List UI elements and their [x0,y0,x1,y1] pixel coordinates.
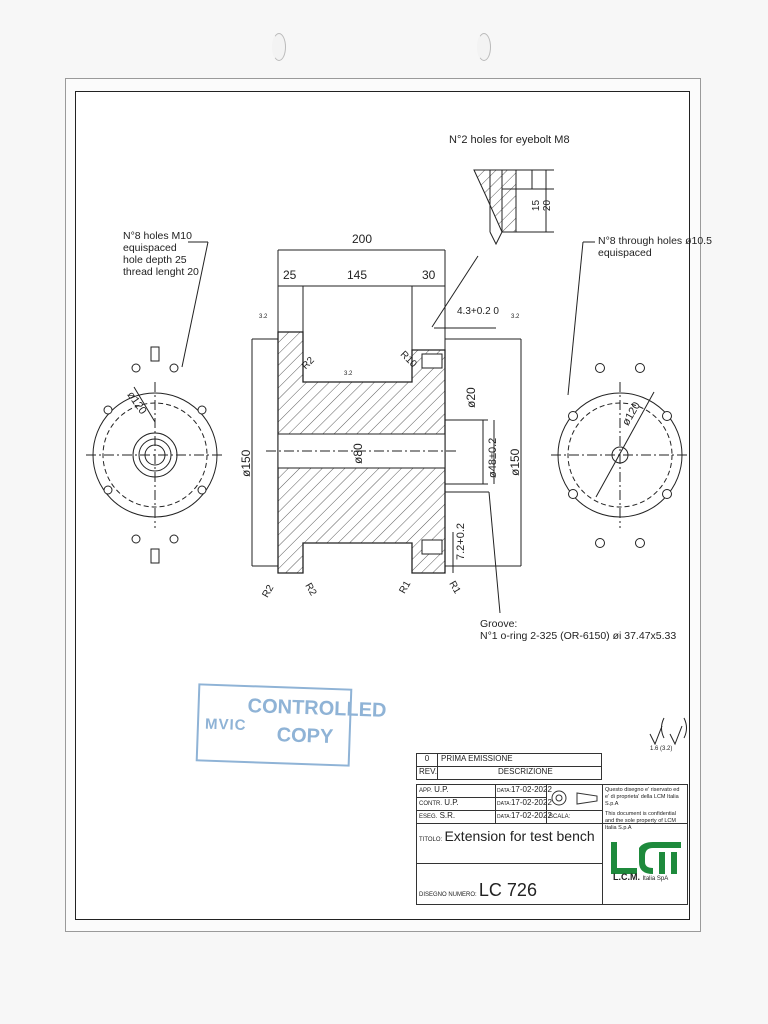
company-suffix: Italia SpA [642,876,669,882]
surface-finish-label: 1.6 (3.2) [650,746,673,752]
date-cell-1: DATA:17-02-2022 [495,784,552,798]
dim-groove-width: 7.2+0.2 [455,522,467,560]
dim-phi20: ø20 [464,387,478,408]
notice-cell: Questo disegno e' riservato ed e' di pro… [602,784,688,831]
through-line-2: equispaced [598,247,652,259]
scale-cell: SCALA: [546,810,603,824]
title-block: 0 PRIMA EMISSIONE REV. DESCRIZIONE APP. … [416,753,688,905]
dim-phi150-right: ø150 [508,448,522,476]
punch-hole-left [272,33,286,61]
eseg-cell: ESEG. S.R. [416,810,496,824]
groove-line-1: Groove: [480,618,518,630]
m10-holes-note: N°8 holes M10 equispaced hole depth 25 t… [123,230,199,278]
company-label: L.C.M. [613,872,640,882]
app-value: U.P. [434,785,449,794]
groove-note: Groove: N°1 o-ring 2-325 (OR-6150) øi 37… [480,618,676,642]
date-label-2: DATA: [497,801,511,807]
app-label: APP. [419,788,432,794]
app-cell: APP. U.P. [416,784,496,798]
eyebolt-note: N°2 holes for eyebolt M8 [449,134,570,146]
m10-line-2: equispaced [123,242,177,254]
date-label-1: DATA: [497,788,511,794]
dim-phi80: ø80 [351,443,365,464]
drawing-frame: N°2 holes for eyebolt M8 N°8 holes M10 e… [75,91,712,920]
m10-line-1: N°8 holes M10 [123,230,192,242]
through-line-1: N°8 through holes ø10.5 [598,235,712,247]
drawing-sheet: N°2 holes for eyebolt M8 N°8 holes M10 e… [65,78,712,932]
stamp-line-2: COPY [276,724,334,749]
date-1: 17-02-2022 [510,785,552,794]
drawing-title: Extension for test bench [444,828,595,844]
number-cell: DISEGNO NUMERO: LC 726 [416,863,603,905]
logo-cell: L.C.M. Italia SpA [602,823,688,905]
lcm-logo-icon [611,842,681,874]
date-3: 17-02-2022 [510,811,552,820]
projection-symbol-cell [546,784,603,811]
eyebolt-detail [473,169,554,246]
stamp-line-1: CONTROLLED [247,695,387,722]
date-cell-2: DATA:17-02-2022 [495,797,552,811]
dim-phi48: ø48±0.2 [487,437,499,478]
notice-italian: Questo disegno e' riservato ed e' di pro… [605,787,680,807]
section-view [181,241,595,614]
rev-description-cell: PRIMA EMISSIONE [437,753,602,767]
left-end-view [86,346,224,564]
through-holes-note: N°8 through holes ø10.5 equispaced [598,235,712,259]
rev-number-cell: 0 [416,753,438,767]
m10-line-3: hole depth 25 [123,254,187,266]
dim-groove-depth: 4.3+0.2 0 [457,306,499,317]
desc-label-cell: DESCRIZIONE [437,766,602,780]
drawing-number: LC 726 [478,880,537,900]
m10-line-4: thread lenght 20 [123,266,199,278]
dim-phi150-left: ø150 [239,449,253,477]
dim-20: 20 [542,199,554,212]
mvic-logo: MVIC [204,715,247,735]
dim-15: 15 [531,199,543,212]
contr-cell: CONTR. U.P. [416,797,496,811]
scale-label: SCALA: [549,814,571,820]
rev-description: PRIMA EMISSIONE [441,754,513,763]
dim-145: 145 [347,268,368,282]
roughness-symbol-right: 3.2 [511,314,520,320]
surface-finish-symbol [649,717,687,746]
number-label: DISEGNO NUMERO: [419,892,477,898]
rev-number: 0 [424,754,430,763]
date-2: 17-02-2022 [510,798,552,807]
date-label-3: DATA: [497,814,511,820]
dim-200: 200 [352,232,373,246]
projection-symbol-icon [551,790,598,806]
technical-drawing [86,169,689,746]
eseg-value: S.R. [439,811,456,820]
controlled-copy-stamp: MVIC CONTROLLED COPY [195,683,387,767]
contr-label: CONTR. [419,801,442,807]
rev-label: REV. [419,767,437,776]
desc-label: DESCRIZIONE [498,767,553,776]
right-end-view [551,363,689,548]
notice-english: This document is confidential and the so… [605,811,676,831]
date-cell-3: DATA:17-02-2022 [495,810,552,824]
dim-30: 30 [422,268,436,282]
roughness-symbol-mid: 3.2 [344,371,353,377]
contr-value: U.P. [444,798,459,807]
groove-line-2: N°1 o-ring 2-325 (OR-6150) øi 37.47x5.33 [480,630,677,642]
roughness-symbol-left: 3.2 [259,314,268,320]
company-name: L.C.M. Italia SpA [613,872,668,882]
title-cell: TITOLO: Extension for test bench [416,823,603,864]
dim-25: 25 [283,268,297,282]
rev-label-cell: REV. [416,766,438,780]
eseg-label: ESEG. [419,814,438,820]
title-label: TITOLO: [419,837,443,843]
punch-hole-right [477,33,491,61]
